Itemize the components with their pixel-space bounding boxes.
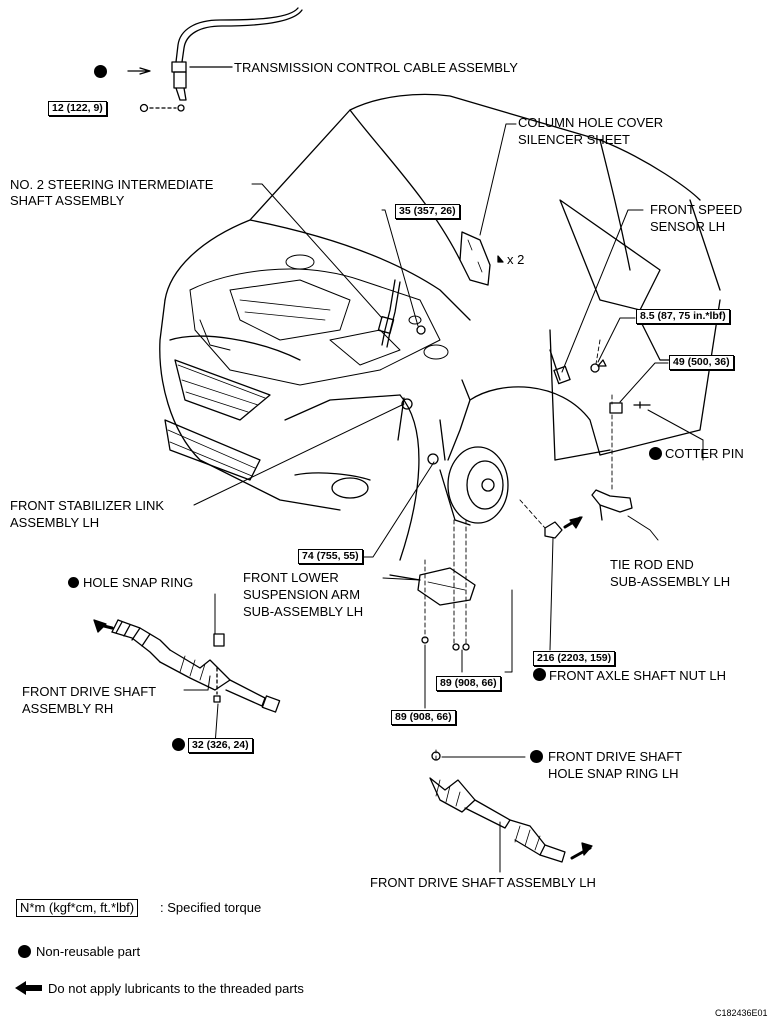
cotter-pin-nut-drawing — [609, 401, 651, 414]
label-snap-ring-lh-1: FRONT DRIVE SHAFT — [548, 749, 683, 764]
column-hole-cover-drawing — [459, 231, 504, 286]
tie-rod-end-drawing — [591, 489, 633, 521]
label-tie-rod-end-2: SUB-ASSEMBLY LH — [610, 574, 731, 589]
figure-code: C182436E01 — [715, 1008, 768, 1018]
non-reusable-dot-hole-snap-ring — [68, 577, 79, 588]
label-lower-arm-1: FRONT LOWER — [243, 570, 339, 585]
label-axle-nut: FRONT AXLE SHAFT NUT LH — [549, 668, 726, 683]
non-reusable-dot-cable — [94, 65, 107, 78]
drive-shaft-lh-drawing — [429, 751, 593, 863]
torque-49: 49 (500, 36) — [669, 355, 734, 370]
label-lower-arm-3: SUB-ASSEMBLY LH — [243, 604, 364, 619]
label-lower-arm-2: SUSPENSION ARM — [243, 587, 361, 602]
label-tie-rod-end-1: TIE ROD END — [610, 557, 694, 572]
transmission-cable-drawing — [127, 7, 303, 113]
car-body-drawing — [159, 93, 721, 561]
label-column-hole-cover-1: COLUMN HOLE COVER — [518, 115, 664, 130]
label-drive-shaft-rh-1: FRONT DRIVE SHAFT — [22, 684, 157, 699]
legend-non-reusable-dot — [18, 945, 31, 958]
label-clip-quantity: x 2 — [507, 252, 525, 267]
brake-rotor-hub-drawing — [427, 379, 509, 526]
label-drive-shaft-rh-2: ASSEMBLY RH — [22, 701, 114, 716]
label-stabilizer-link-2: ASSEMBLY LH — [10, 515, 100, 530]
label-hole-snap-ring: HOLE SNAP RING — [83, 575, 194, 590]
label-steering-shaft-2: SHAFT ASSEMBLY — [10, 193, 125, 208]
torque-89-a: 89 (908, 66) — [436, 676, 501, 691]
engine-bay-drawing — [189, 254, 449, 386]
torque-89-b: 89 (908, 66) — [391, 710, 456, 725]
axle-shaft-nut-drawing — [544, 516, 583, 539]
label-stabilizer-link-1: FRONT STABILIZER LINK — [10, 498, 165, 513]
torque-12: 12 (122, 9) — [48, 101, 107, 116]
label-transmission-control-cable: TRANSMISSION CONTROL CABLE ASSEMBLY — [234, 60, 518, 75]
legend-no-lubricant-text: Do not apply lubricants to the threaded … — [48, 981, 304, 996]
lower-suspension-arm-drawing — [389, 567, 476, 651]
legend-arrow-icon — [15, 981, 42, 995]
steering-shaft-drawing — [377, 279, 426, 348]
non-reusable-dot-snap-ring-lh — [530, 750, 543, 763]
label-drive-shaft-lh: FRONT DRIVE SHAFT ASSEMBLY LH — [370, 875, 596, 890]
legend-torque-unit-box: N*m (kgf*cm, ft.*lbf) — [16, 899, 139, 917]
legend-torque-unit-text: : Specified torque — [160, 900, 262, 915]
alignment-lines — [424, 339, 613, 761]
label-front-speed-sensor-1: FRONT SPEED — [650, 202, 743, 217]
label-front-speed-sensor-2: SENSOR LH — [650, 219, 726, 234]
label-cotter-pin: COTTER PIN — [665, 446, 744, 461]
stabilizer-link-drawing — [397, 397, 446, 461]
label-column-hole-cover-2: SILENCER SHEET — [518, 132, 630, 147]
non-reusable-dot-cotter-pin — [649, 447, 662, 460]
label-steering-shaft-1: NO. 2 STEERING INTERMEDIATE — [10, 177, 214, 192]
non-reusable-dot-axle-nut — [533, 668, 546, 681]
label-snap-ring-lh-2: HOLE SNAP RING LH — [548, 766, 679, 781]
torque-74: 74 (755, 55) — [298, 549, 363, 564]
torque-216: 216 (2203, 159) — [533, 651, 616, 666]
front-speed-sensor-drawing — [549, 349, 607, 385]
non-reusable-dot-32 — [172, 738, 185, 751]
legend-non-reusable-text: Non-reusable part — [36, 944, 141, 959]
leader-lines — [183, 123, 704, 873]
drive-shaft-rh-drawing — [93, 619, 281, 713]
torque-8-5: 8.5 (87, 75 in.*lbf) — [636, 309, 730, 324]
torque-32: 32 (326, 24) — [188, 738, 253, 753]
torque-35: 35 (357, 26) — [395, 204, 460, 219]
